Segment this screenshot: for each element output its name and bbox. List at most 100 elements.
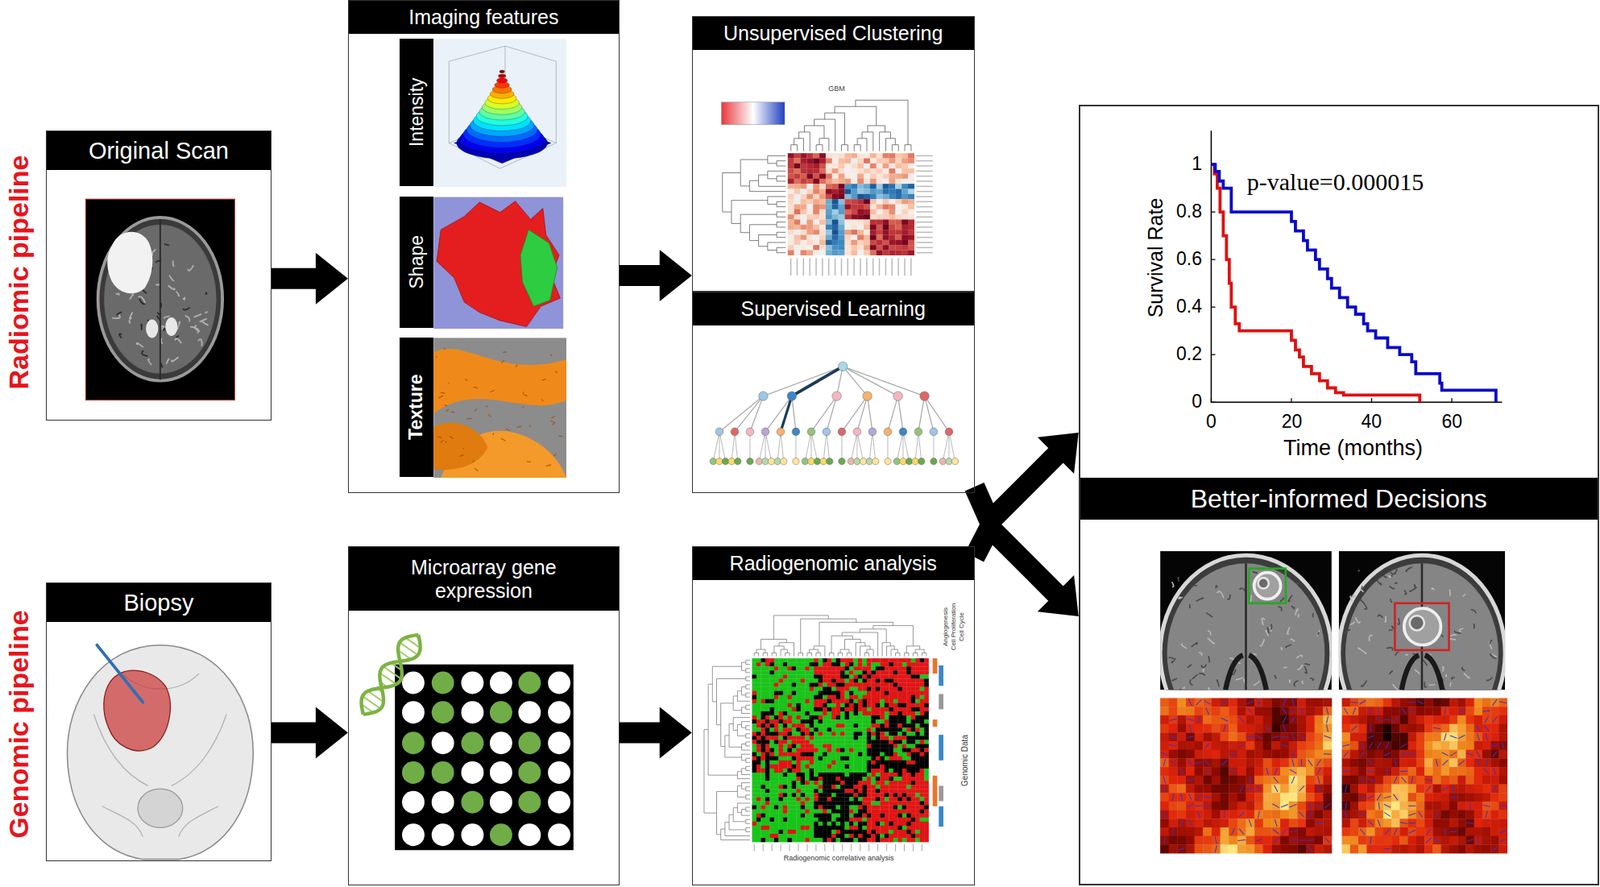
heatmap-cell xyxy=(1297,715,1306,725)
heatmap-cell xyxy=(1202,818,1212,828)
heatmap-cell xyxy=(857,163,864,169)
microarray-spot xyxy=(518,761,541,784)
tree-branch xyxy=(932,431,934,462)
heatmap-cell xyxy=(907,240,915,245)
heatmap-cell xyxy=(1194,801,1204,811)
heatmap-cell xyxy=(1391,715,1401,725)
heatmap-cell xyxy=(1366,715,1376,725)
tree-branch xyxy=(841,396,868,432)
heatmap-cell xyxy=(787,219,795,224)
heatmap-cell xyxy=(1449,706,1459,716)
heatmap-cell xyxy=(1424,732,1434,742)
heatmap-cell xyxy=(774,662,780,667)
heatmap-cell xyxy=(1449,783,1459,793)
heatmap-cell xyxy=(1375,775,1385,785)
heatmap-cell xyxy=(1202,844,1212,854)
heatmap-cell xyxy=(1254,836,1264,846)
heatmap-cell xyxy=(800,234,808,240)
heatmap-cell xyxy=(1271,818,1281,828)
heatmap-cell xyxy=(838,183,846,189)
gyrus xyxy=(1301,680,1305,684)
heatmap-cell xyxy=(907,194,915,199)
heatmap-cell xyxy=(1350,698,1360,708)
heatmap-cell xyxy=(1297,766,1306,776)
tree-branch xyxy=(942,431,950,462)
heatmap-cell xyxy=(1289,732,1298,742)
axis-tick-mark xyxy=(1210,354,1215,356)
tree-branch xyxy=(948,431,950,462)
heatmap-cell xyxy=(857,229,864,235)
heatmap-cell xyxy=(1424,836,1434,846)
gyrus xyxy=(1191,585,1198,588)
microarray-spot xyxy=(547,700,571,724)
orientation-vector xyxy=(1161,786,1168,792)
orientation-vector xyxy=(1231,768,1236,776)
heatmap-cell xyxy=(1465,698,1475,708)
heatmap-cell xyxy=(819,240,826,245)
tree-node xyxy=(820,457,827,465)
tree-node xyxy=(721,457,729,465)
gyrus xyxy=(182,307,191,311)
column-name-mark xyxy=(891,258,893,277)
heatmap-cell xyxy=(1322,801,1332,811)
heatmap-cell xyxy=(862,662,867,667)
heatmap-cell xyxy=(870,666,876,671)
tree-branch xyxy=(804,431,812,462)
heatmap-cell xyxy=(1432,698,1442,708)
gyrus xyxy=(1442,666,1443,672)
heatmap-cell xyxy=(1432,801,1442,811)
tumor xyxy=(1404,608,1442,646)
heatmap-cell xyxy=(1408,715,1418,725)
heatmap-cell xyxy=(888,178,896,184)
heatmap-cell xyxy=(844,188,851,194)
heatmap-cell xyxy=(1254,792,1264,802)
heatmap-cell xyxy=(906,666,912,671)
gyrus xyxy=(1317,630,1320,636)
heatmap-cell xyxy=(1254,844,1264,854)
texture-streak xyxy=(558,435,564,437)
heatmap-cell xyxy=(1228,758,1238,767)
heatmap-cell xyxy=(1263,715,1273,725)
survival-curve xyxy=(1210,164,1420,403)
heatmap-cell xyxy=(879,662,885,667)
heatmap-cell xyxy=(1280,732,1290,742)
row-name-mark xyxy=(916,232,933,234)
heatmap-cell xyxy=(1271,741,1281,751)
orientation-vector xyxy=(1361,776,1364,784)
orientation-vector xyxy=(1425,785,1431,792)
heatmap-cell xyxy=(844,194,851,199)
heatmap-cell xyxy=(844,229,851,235)
heatmap-cell xyxy=(1185,750,1195,759)
heatmap-cell xyxy=(1271,724,1281,734)
heatmap-cell xyxy=(1228,706,1238,716)
gyrus xyxy=(1396,617,1400,625)
heatmap-cell xyxy=(1211,715,1221,725)
heatmap-cell xyxy=(1424,775,1434,785)
heatmap-cell xyxy=(1465,766,1475,776)
gyrus xyxy=(1377,614,1383,618)
orientation-vector xyxy=(1408,813,1416,817)
orientation-vector xyxy=(1246,736,1255,738)
gyrus xyxy=(1431,588,1435,590)
heatmap-cell xyxy=(1254,827,1264,837)
orientation-vector xyxy=(1221,759,1227,766)
heatmap-cell xyxy=(1383,766,1393,776)
microarray-spot xyxy=(489,791,513,814)
heatmap-cell xyxy=(1432,766,1442,776)
orientation-vector xyxy=(1485,810,1488,818)
heatmap-cell xyxy=(1314,706,1324,716)
orientation-vector xyxy=(1493,767,1497,776)
heatmap-cell xyxy=(819,183,826,189)
heatmap-cell xyxy=(1297,775,1306,785)
heatmap-cell xyxy=(800,662,806,667)
heatmap-cell xyxy=(876,173,883,179)
orientation-vector xyxy=(1477,836,1480,844)
heatmap-cell xyxy=(901,249,908,255)
heatmap-cell xyxy=(1449,827,1459,837)
heatmap-cell xyxy=(832,229,839,235)
gyrus xyxy=(119,333,122,338)
microarray-spot xyxy=(547,731,571,755)
gyrus xyxy=(187,265,194,271)
heatmap-cell xyxy=(1185,801,1195,811)
tree-branch xyxy=(780,431,784,462)
